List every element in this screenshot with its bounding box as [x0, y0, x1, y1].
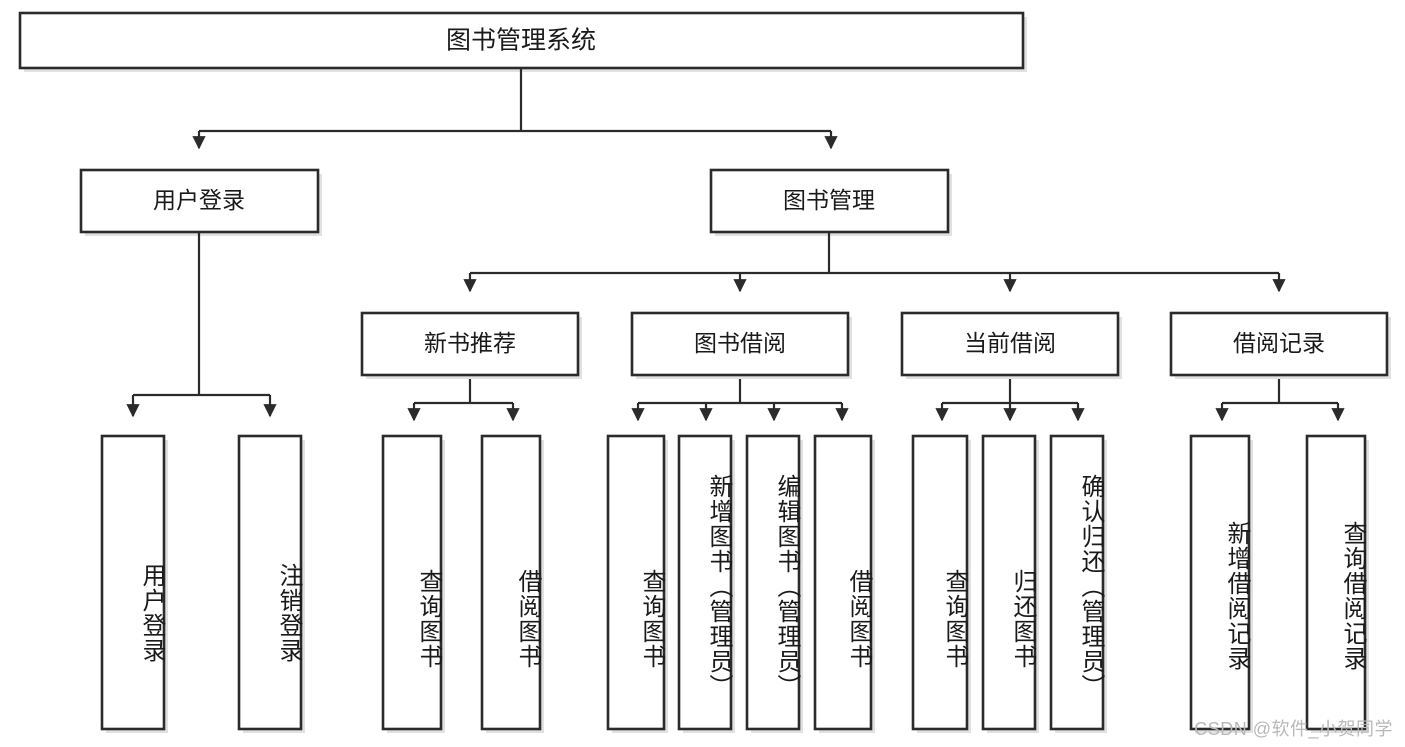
node-leaf-query-record[interactable] [1305, 434, 1369, 733]
node-leaf-user-login[interactable] [100, 434, 168, 733]
node-root[interactable]: 图书管理系统 [18, 11, 1027, 72]
node-leaf-borrow-book-2[interactable] [813, 434, 875, 733]
node-borrow-record-label: 借阅记录 [1233, 330, 1325, 356]
watermark-text: CSDN @软件_小贺同学 [1194, 719, 1393, 739]
connector-book-borrow-to-leaves [631, 379, 849, 422]
connector-user-login-to-leaves [126, 232, 277, 418]
connector-book-manage-to-level3 [463, 232, 1286, 293]
connector-borrow-record-to-leaves [1215, 379, 1345, 422]
node-leaf-query-book-1[interactable] [381, 434, 445, 733]
node-book-manage-label: 图书管理 [783, 187, 875, 213]
node-book-borrow-label: 图书借阅 [694, 330, 786, 356]
node-user-login-label: 用户登录 [153, 187, 245, 213]
node-book-borrow[interactable]: 图书借阅 [630, 311, 852, 379]
connector-current-borrow-to-leaves [935, 379, 1085, 422]
node-leaf-query-book-2[interactable] [606, 434, 668, 733]
node-leaf-return-book[interactable] [981, 434, 1039, 733]
node-user-login[interactable]: 用户登录 [79, 168, 322, 236]
node-leaf-borrow-book-1[interactable] [480, 434, 544, 733]
node-new-book-recommend-label: 新书推荐 [424, 330, 516, 356]
node-leaf-logout[interactable] [237, 434, 305, 733]
connector-new-book-recommend-to-leaves [407, 379, 520, 422]
node-leaf-edit-book[interactable] [745, 434, 803, 733]
leaf-boxes [100, 434, 1369, 733]
node-current-borrow-label: 当前借阅 [964, 330, 1056, 356]
node-new-book-recommend[interactable]: 新书推荐 [360, 311, 582, 379]
node-leaf-query-book-3[interactable] [911, 434, 971, 733]
node-book-manage[interactable]: 图书管理 [709, 168, 952, 236]
node-leaf-add-record[interactable] [1189, 434, 1253, 733]
node-leaf-confirm-return[interactable] [1049, 434, 1107, 733]
node-leaf-add-book[interactable] [677, 434, 735, 733]
connector-root-to-level2 [192, 68, 838, 150]
node-borrow-record[interactable]: 借阅记录 [1169, 311, 1391, 379]
node-current-borrow[interactable]: 当前借阅 [900, 311, 1122, 379]
node-root-label: 图书管理系统 [446, 27, 596, 55]
